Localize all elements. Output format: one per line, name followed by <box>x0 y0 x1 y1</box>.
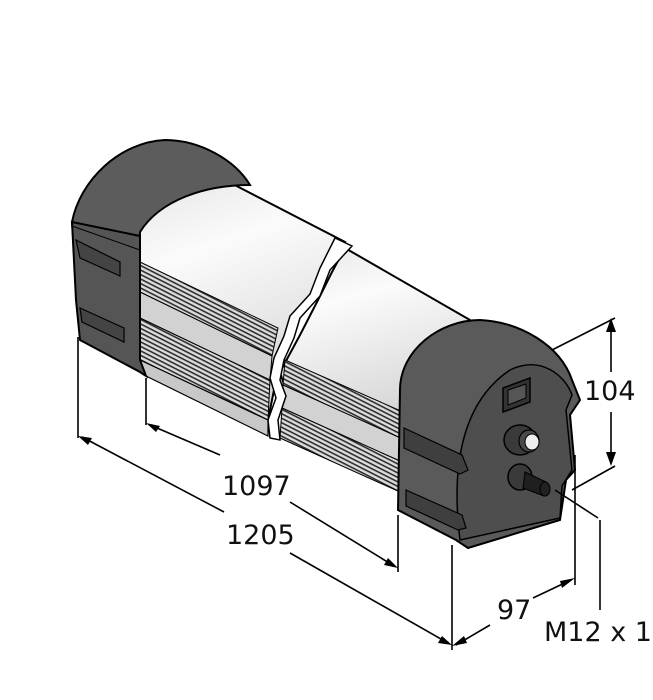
dimension-lines <box>77 317 616 650</box>
break-line <box>267 237 354 441</box>
dimension-inner-length-label: 1097 <box>222 471 291 502</box>
dimension-height-label: 104 <box>584 376 636 407</box>
right-end-cap <box>396 318 582 550</box>
dimension-depth-label: 97 <box>497 595 532 626</box>
dimension-overall-length-label: 1205 <box>226 520 295 551</box>
dimension-arrows <box>78 318 616 646</box>
left-end-cap <box>70 138 252 379</box>
connector-thread-label: M12 x 1 <box>544 617 652 648</box>
body-left-section <box>138 178 347 437</box>
m12-connector-icon <box>507 463 551 497</box>
body-right-section <box>278 246 472 493</box>
rocker-switch-icon <box>502 376 531 414</box>
round-connector-icon <box>503 424 540 456</box>
